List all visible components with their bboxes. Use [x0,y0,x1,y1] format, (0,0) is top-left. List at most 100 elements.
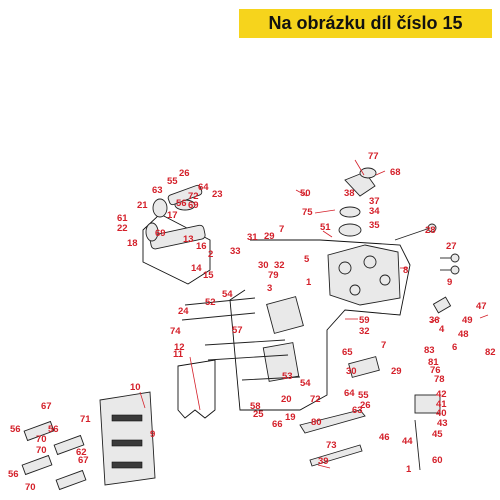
part-label: 40 [436,408,447,419]
part-label: 28 [425,225,436,236]
part-label: 43 [437,418,448,429]
title-banner: Na obrázku díl číslo 15 [239,9,492,38]
part-label: 73 [326,440,337,451]
part-label: 1 [406,464,412,475]
part-label: 33 [230,246,241,257]
part-label: 32 [359,326,370,337]
part-label: 69 [155,228,166,239]
title-text: Na obrázku díl číslo 15 [268,13,463,33]
part-label: 26 [179,168,190,179]
part-label: 76 [430,365,441,376]
chain-guides [299,409,366,467]
part-label: 64 [344,388,355,399]
part-label: 24 [178,306,189,317]
part-label: 50 [300,188,311,199]
rocker-arms [21,420,87,491]
part-label: 55 [358,390,369,401]
part-label: 80 [311,417,322,428]
part-label: 44 [402,436,413,447]
part-label: 30 [346,366,357,377]
part-label: 75 [302,207,313,218]
tensioner-parts [348,296,452,471]
part-label: 18 [127,238,138,249]
part-label: 47 [476,301,487,312]
part-label: 13 [183,234,194,245]
part-label: 6 [452,342,457,353]
part-label: 63 [352,405,363,416]
camshaft-parts [145,184,206,250]
part-label: 7 [279,224,284,235]
part-number-labels: 26 63 55 64 72 23 56 69 17 61 22 21 18 6… [8,151,496,493]
part-label: 56 [8,469,19,480]
part-label: 79 [268,270,279,281]
part-label: 10 [130,382,141,393]
part-label: 48 [458,329,469,340]
rocker-assembly [181,296,304,382]
part-label: 56 [176,198,187,209]
part-label: 62 [76,447,87,458]
head-gasket [177,359,216,419]
part-label: 72 [188,191,199,202]
part-label: 3 [267,283,272,294]
part-label: 58 [250,401,261,412]
part-label: 8 [403,265,408,276]
part-label: 56 [10,424,21,435]
part-label: 45 [432,429,443,440]
part-label: 52 [205,297,216,308]
part-label: 55 [167,176,178,187]
part-label: 63 [152,185,163,196]
cylinder-head [327,244,408,306]
part-label: 78 [434,374,445,385]
part-label: 60 [432,455,443,466]
part-label: 29 [391,366,402,377]
part-label: 14 [191,263,202,274]
part-label: 51 [320,222,331,233]
part-label: 68 [390,167,401,178]
part-label: 32 [274,260,285,271]
part-label: 29 [264,231,275,242]
part-label: 19 [285,412,296,423]
part-label: 9 [150,429,155,440]
part-label: 34 [369,206,380,217]
part-label: 25 [253,409,264,420]
part-label: 57 [232,325,243,336]
part-label: 49 [462,315,473,326]
part-label: 35 [369,220,380,231]
part-label: 39 [318,456,329,467]
part-label: 31 [247,232,258,243]
part-label: 46 [379,432,390,443]
part-label: 70 [25,482,36,493]
part-label: 67 [41,401,52,412]
part-label: 81 [428,357,439,368]
part-label: 83 [424,345,435,356]
part-label: 42 [436,389,447,400]
part-label: 15 [203,270,214,281]
valve-cover [99,391,156,486]
part-label: 1 [306,277,312,288]
part-label: 71 [80,414,91,425]
part-label: 74 [170,326,181,337]
part-label: 82 [485,347,496,358]
part-label: 4 [439,324,445,335]
part-label: 54 [222,289,233,300]
part-label: 38 [344,188,355,199]
part-label: 72 [310,394,321,405]
part-label: 67 [78,455,89,466]
part-label: 22 [117,223,128,234]
intake-manifold [338,167,377,237]
part-label: 37 [369,196,380,207]
part-label: 77 [368,151,379,162]
part-label: 16 [196,241,207,252]
part-label: 17 [167,210,178,221]
part-label: 21 [137,200,148,211]
part-label: 27 [446,241,457,252]
part-label: 9 [447,277,452,288]
part-label: 70 [36,445,47,456]
part-label: 11 [173,349,184,360]
part-label: 61 [117,213,128,224]
part-label: 5 [304,254,310,265]
valves [394,223,460,275]
part-label: 7 [381,340,386,351]
part-label: 20 [281,394,292,405]
